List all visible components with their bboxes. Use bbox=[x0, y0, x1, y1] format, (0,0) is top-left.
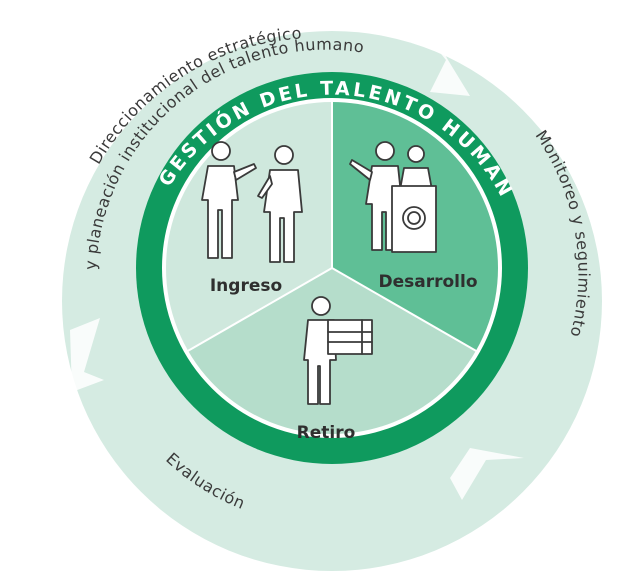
segment-ingreso bbox=[163, 99, 332, 352]
segment-label-desarrollo: Desarrollo bbox=[378, 272, 477, 292]
segment-label-retiro: Retiro bbox=[297, 423, 356, 443]
segment-border bbox=[162, 98, 502, 438]
cycle-arrow-left bbox=[70, 318, 104, 392]
segment-divider-right bbox=[331, 267, 479, 353]
cycle-arrow-bottom-right bbox=[450, 448, 524, 500]
segment-label-ingreso: Ingreso bbox=[210, 276, 282, 296]
segment-divider-left bbox=[185, 267, 333, 353]
retiro-person-box-icon bbox=[303, 296, 373, 405]
desarrollo-presenter-icon bbox=[349, 141, 437, 253]
ingreso-people-icon bbox=[201, 141, 303, 263]
cycle-arrow-top-right bbox=[420, 28, 470, 96]
